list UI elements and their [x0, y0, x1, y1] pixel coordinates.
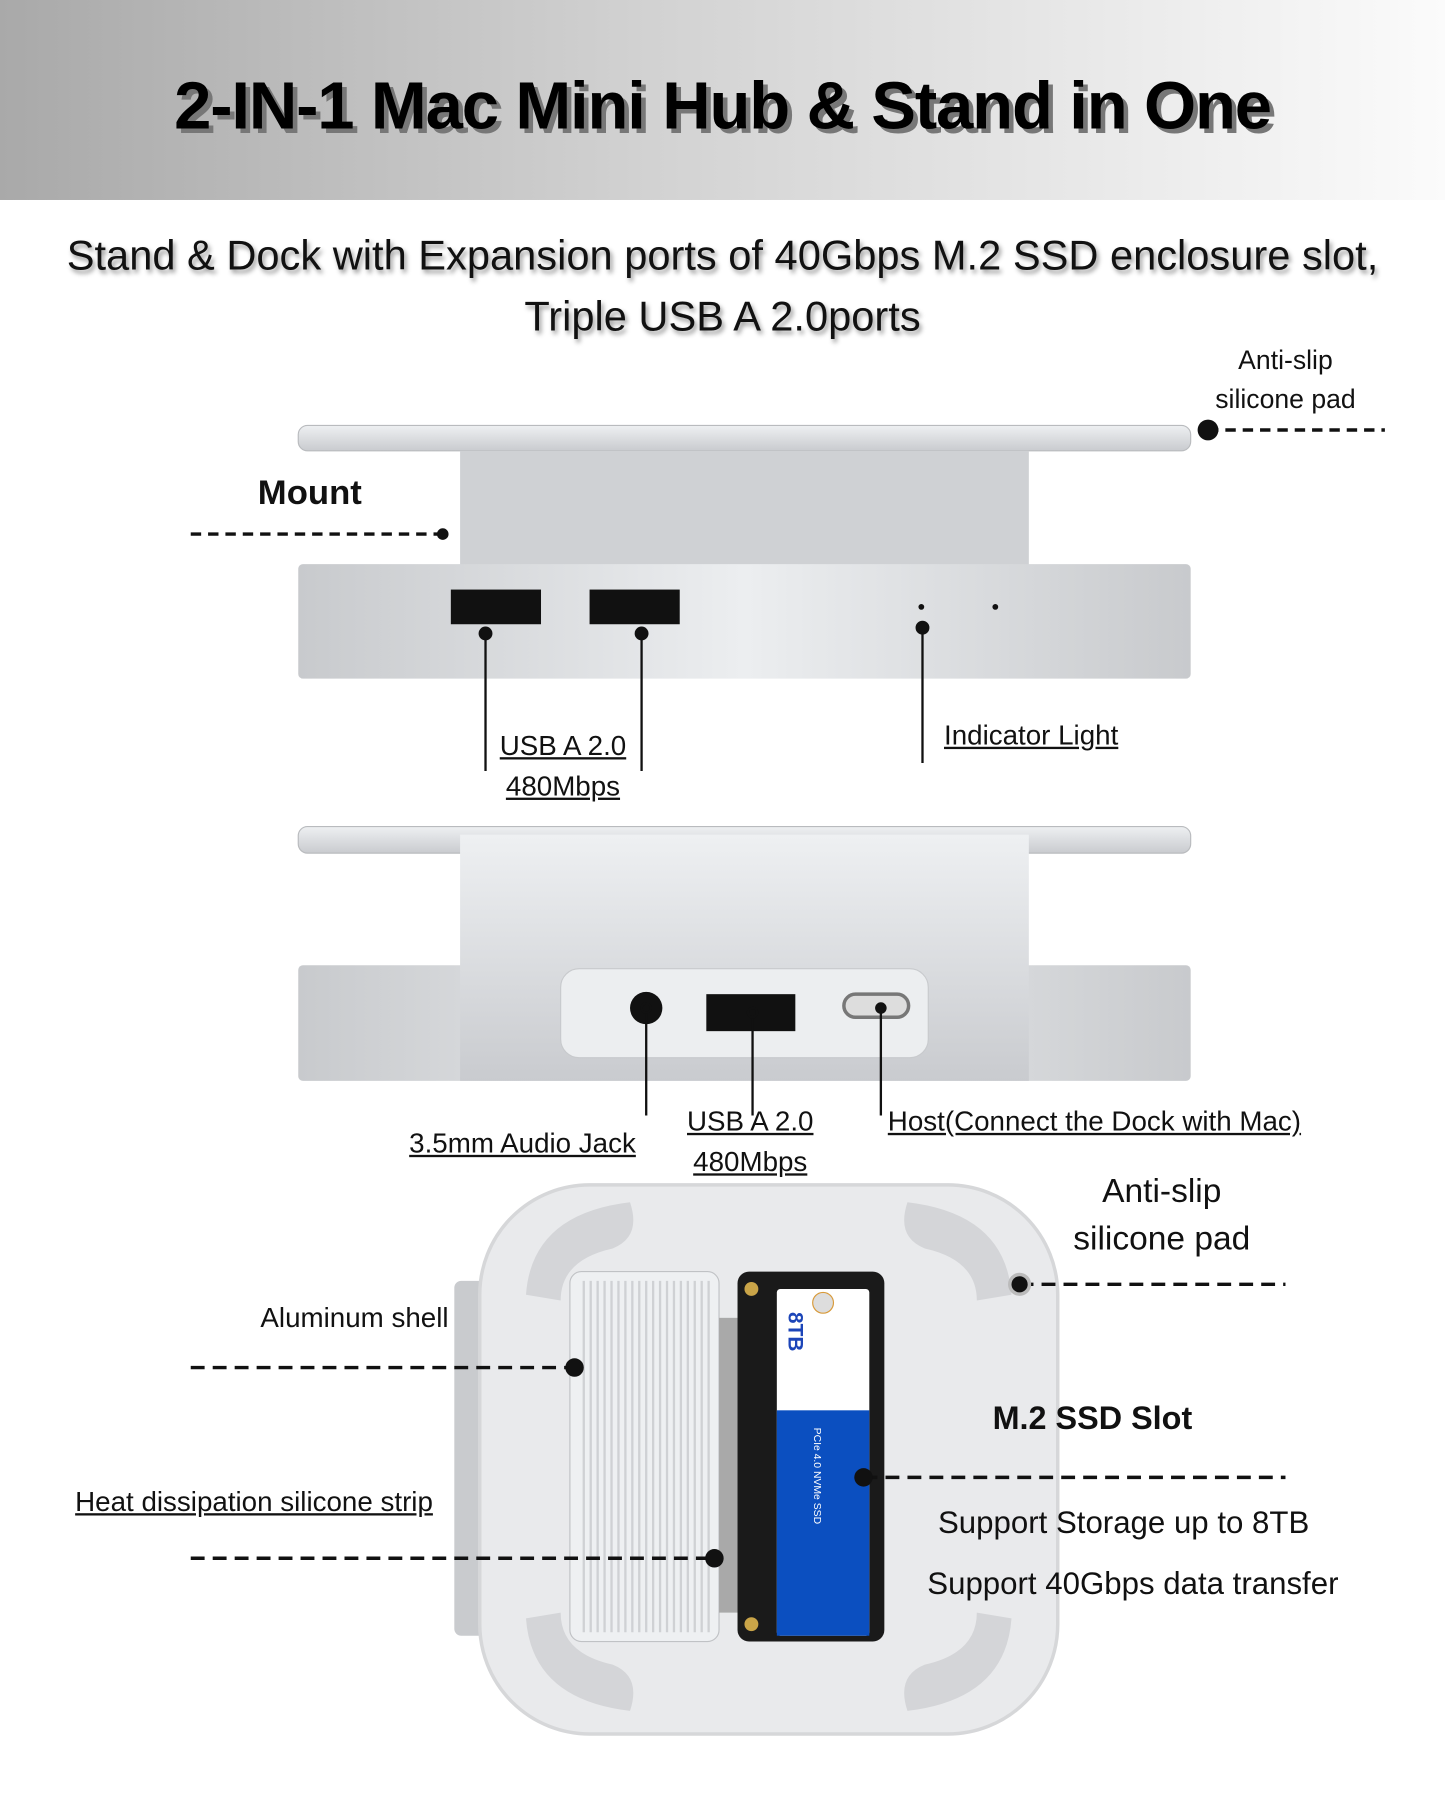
subtitle-line2: Triple USB A 2.0ports [524, 292, 921, 340]
anti-slip-label-top-2: silicone pad [1215, 383, 1356, 414]
bottom-view-device: 8TB PCIe 4.0 NVMe SSD [454, 1183, 1060, 1736]
mount-label: Mount [257, 473, 362, 513]
usb-port-2 [589, 589, 680, 625]
heat-strip-label: Heat dissipation silicone strip [75, 1486, 433, 1518]
ssd-capacity: 8TB [783, 1312, 806, 1351]
aluminum-shell [569, 1271, 720, 1643]
front-view-device [297, 424, 1192, 679]
anti-slip-label-bottom-1: Anti-slip [1102, 1173, 1222, 1211]
support-storage-text: Support Storage up to 8TB [937, 1505, 1310, 1540]
ssd-card [776, 1410, 870, 1636]
subtitle-line1: Stand & Dock with Expansion ports of 40G… [66, 231, 1379, 279]
header-banner: 2-IN-1 Mac Mini Hub & Stand in One [0, 0, 1445, 200]
indicator-light-label: Indicator Light [944, 720, 1119, 752]
usb-label-back-1: USB A 2.0 [687, 1106, 814, 1138]
audio-jack-label: 3.5mm Audio Jack [409, 1128, 636, 1160]
anti-slip-label-top-1: Anti-slip [1238, 344, 1333, 375]
usb-label-back-2: 480Mbps [693, 1146, 808, 1178]
aluminum-shell-label: Aluminum shell [260, 1302, 449, 1335]
usb-label-front-2: 480Mbps [505, 771, 621, 803]
ssd-label: PCIe 4.0 NVMe SSD [811, 1428, 822, 1524]
usb-label-front-1: USB A 2.0 [499, 730, 627, 762]
anti-slip-label-bottom-2: silicone pad [1073, 1220, 1251, 1258]
ssd-slot-label: M.2 SSD Slot [992, 1399, 1193, 1436]
back-view-device [297, 825, 1192, 1081]
support-transfer-text: Support 40Gbps data transfer [927, 1566, 1339, 1602]
usb-port-1 [450, 589, 542, 625]
host-label: Host(Connect the Dock with Mac) [887, 1106, 1302, 1138]
page-title: 2-IN-1 Mac Mini Hub & Stand in One [174, 68, 1272, 144]
